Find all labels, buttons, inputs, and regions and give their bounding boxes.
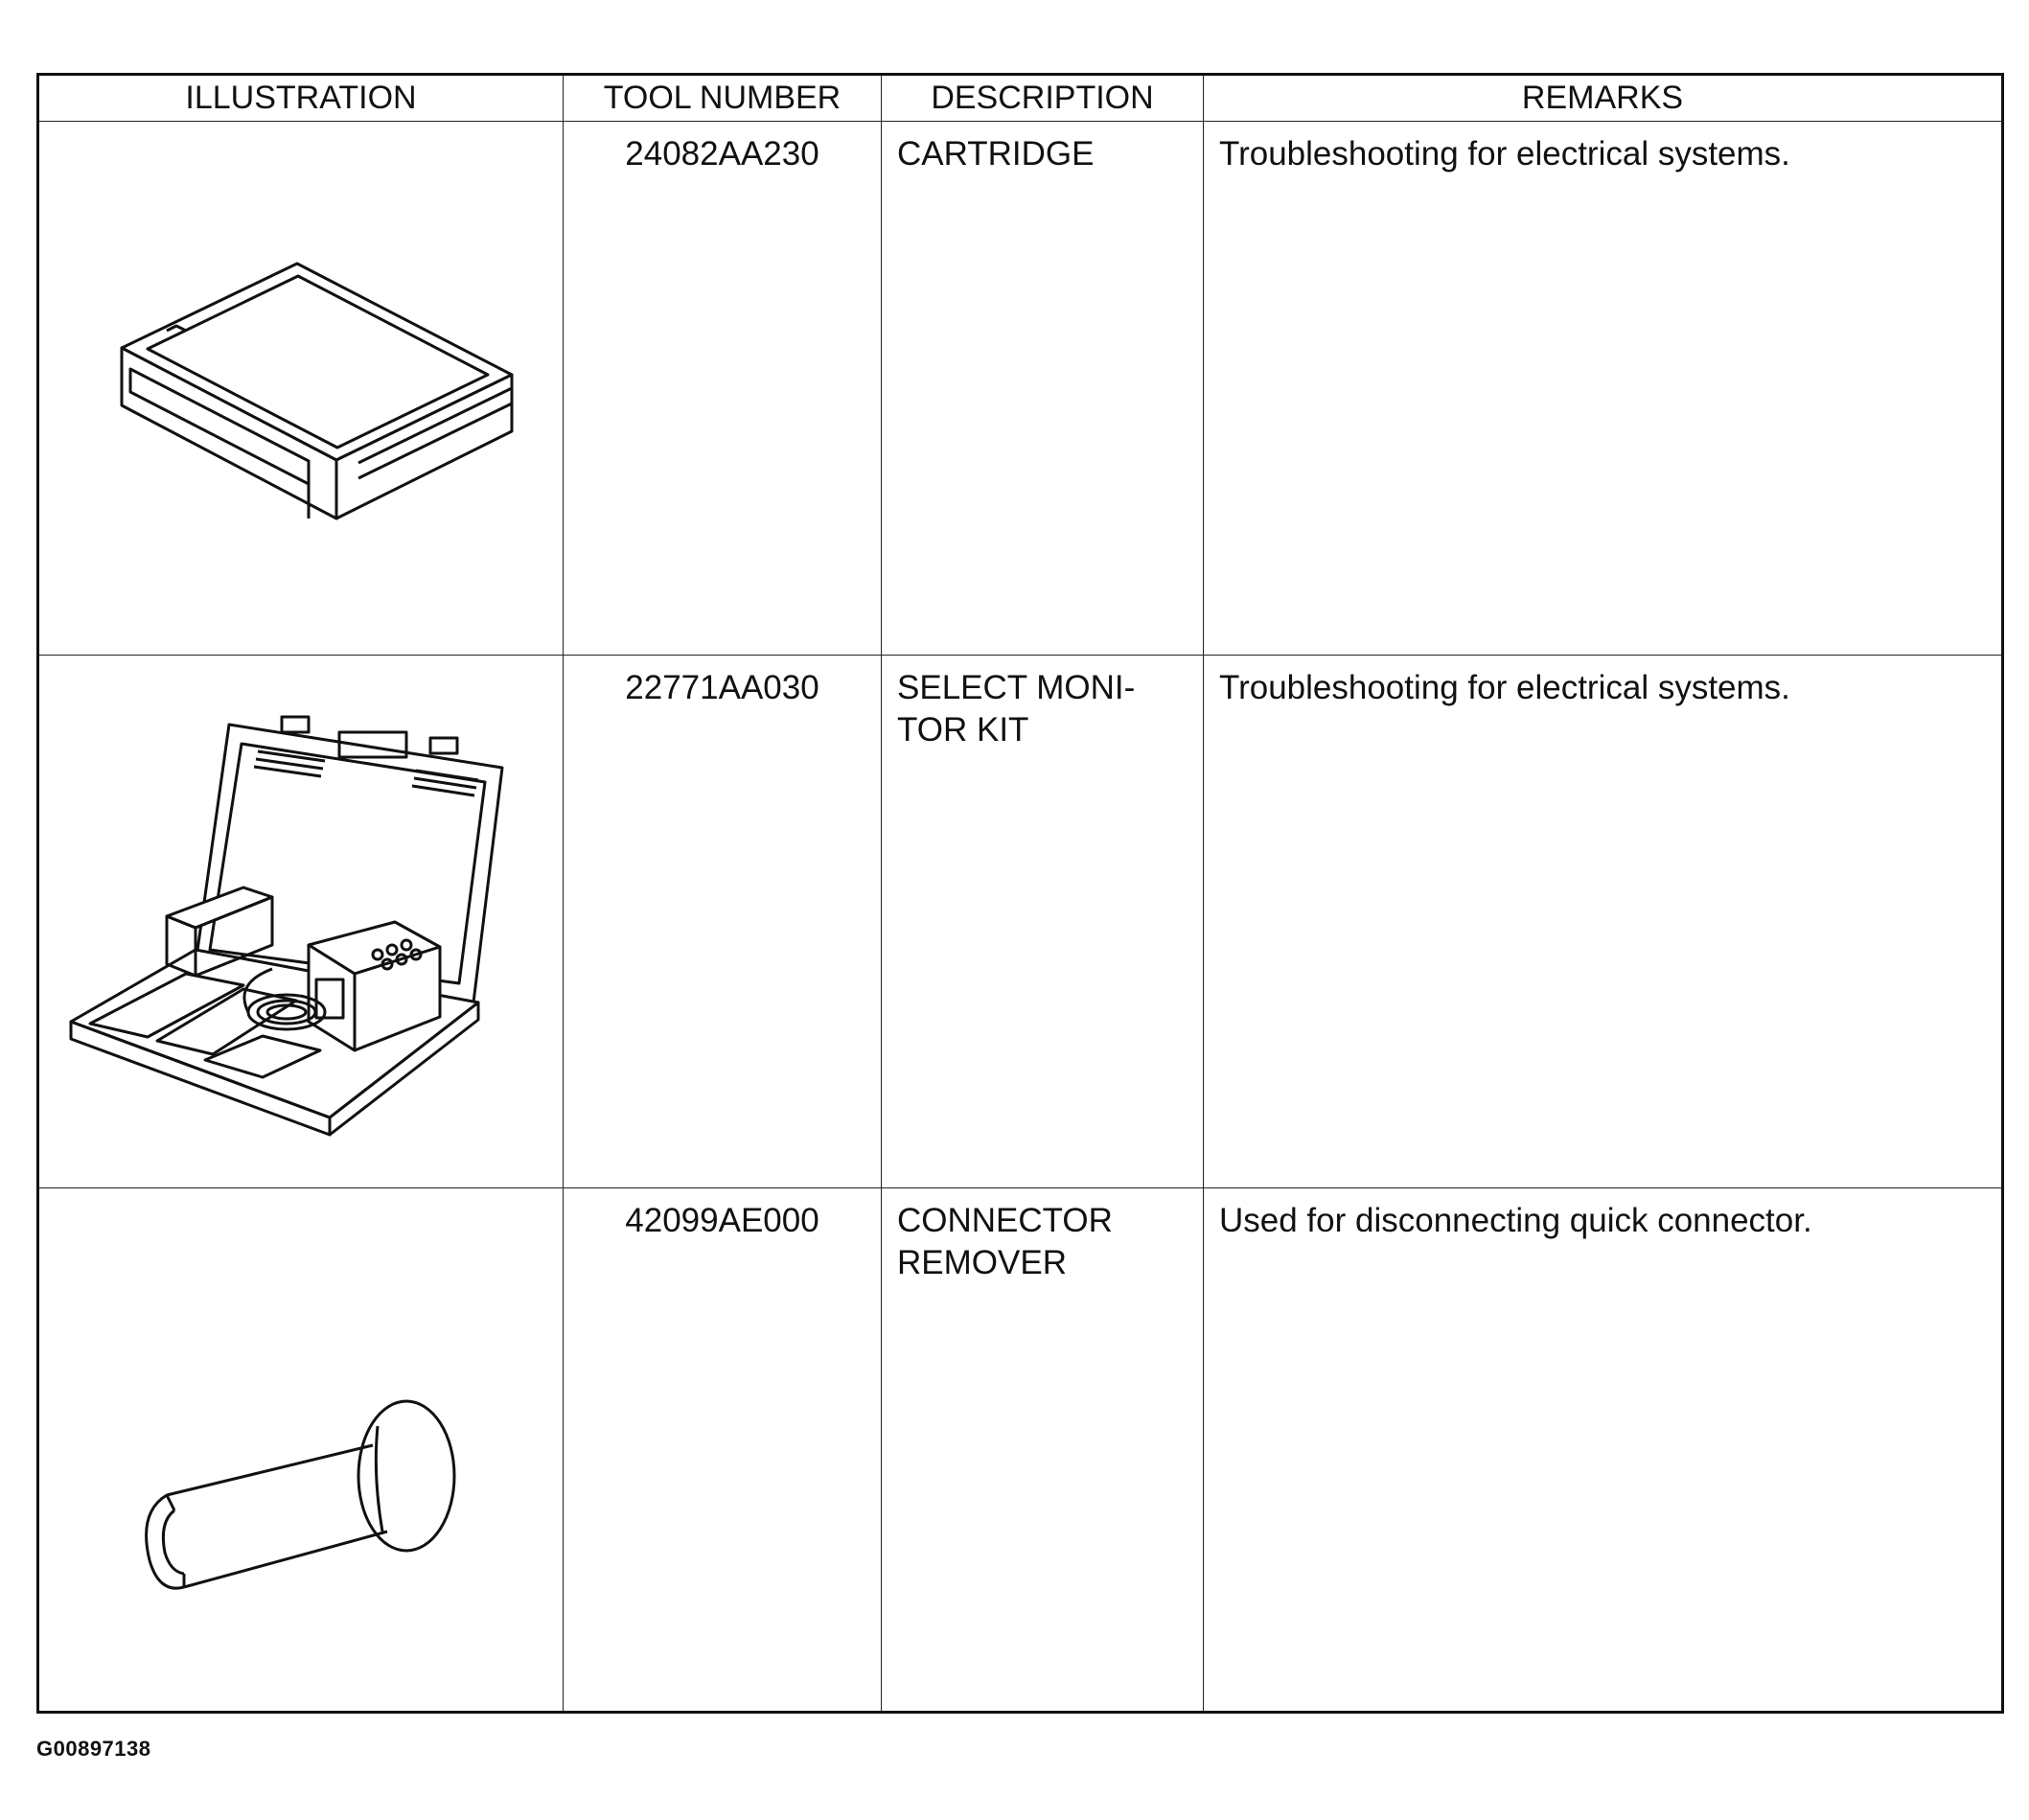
table-row: 42099AE000 CONNECTOR REMOVER Used for di…	[37, 1187, 2003, 1713]
table-row: 24082AA230 CARTRIDGE Troubleshooting for…	[37, 121, 2003, 656]
header-illustration: ILLUSTRATION	[37, 74, 564, 122]
connector-remover-icon	[145, 1399, 456, 1590]
illustration-cell	[37, 1187, 564, 1713]
illustration-cell	[37, 654, 564, 1189]
figure-id: G00897138	[36, 1737, 151, 1761]
remarks-cell: Troubleshooting for electrical systems.	[1203, 654, 2003, 1189]
remarks-cell: Troubleshooting for electrical systems.	[1203, 121, 2003, 656]
description-cell: CARTRIDGE	[881, 121, 1204, 656]
tool-number-cell: 42099AE000	[563, 1187, 882, 1713]
special-tools-table: ILLUSTRATION TOOL NUMBER DESCRIPTION REM…	[36, 73, 2004, 1714]
description-cell: SELECT MONI- TOR KIT	[881, 654, 1204, 1189]
table-row: 22771AA030 SELECT MONI- TOR KIT Troubles…	[37, 654, 2003, 1189]
tool-number-cell: 24082AA230	[563, 121, 882, 656]
description-cell: CONNECTOR REMOVER	[881, 1187, 1204, 1713]
remarks-cell: Used for disconnecting quick connector.	[1203, 1187, 2003, 1713]
cartridge-icon	[120, 262, 514, 520]
tool-number-cell: 22771AA030	[563, 654, 882, 1189]
header-description: DESCRIPTION	[881, 74, 1204, 122]
illustration-cell	[37, 121, 564, 656]
table-header-row: ILLUSTRATION TOOL NUMBER DESCRIPTION REM…	[37, 74, 2003, 122]
header-tool-number: TOOL NUMBER	[563, 74, 882, 122]
header-remarks: REMARKS	[1203, 74, 2003, 122]
select-monitor-kit-icon	[69, 715, 504, 1137]
